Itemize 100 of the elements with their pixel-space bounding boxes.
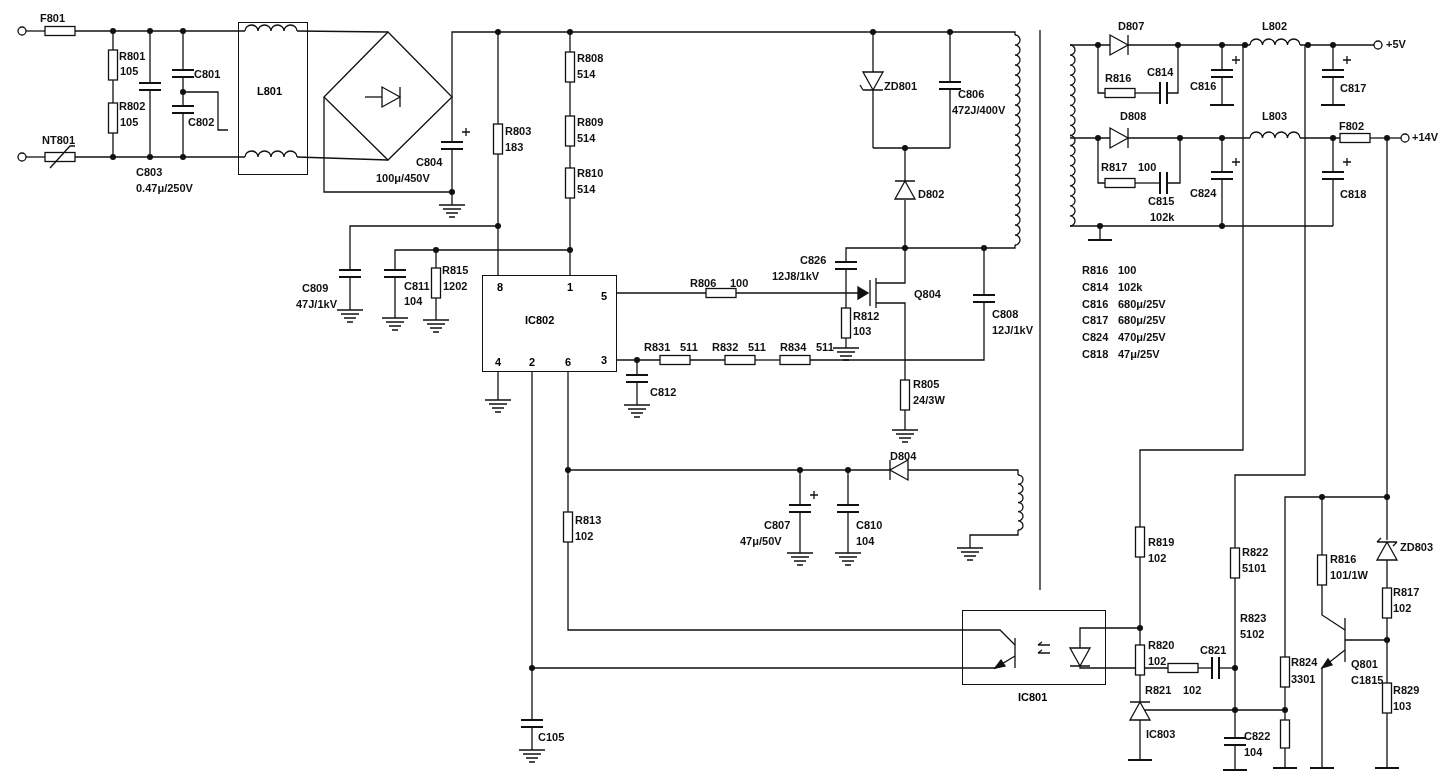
component-label: C816: [1190, 80, 1217, 93]
component-label: R802: [119, 100, 146, 113]
component-label: 1202: [443, 280, 468, 293]
component-label: C821: [1200, 644, 1227, 657]
component-label: 511: [680, 341, 698, 354]
component-label: C814: [1147, 66, 1174, 79]
component-label: R819: [1148, 536, 1175, 549]
pin-number: 3: [601, 354, 608, 367]
component-label: R817: [1393, 586, 1420, 599]
component-label: D804: [890, 450, 917, 463]
component-label: 102: [1148, 655, 1167, 668]
component-label: D807: [1118, 20, 1145, 33]
component-label: 47μ/25V: [1118, 348, 1160, 361]
component-label: F801: [40, 12, 66, 25]
component-label: 102: [1148, 552, 1167, 565]
component-label: C817: [1082, 314, 1109, 327]
component-label: +14V: [1412, 131, 1438, 144]
component-label: IC801: [1018, 691, 1048, 704]
component-label: 12J8/1kV: [772, 270, 820, 283]
component-label: R806: [690, 277, 717, 290]
pin-number: 2: [529, 356, 536, 369]
component-label: 100: [730, 277, 749, 290]
component-label: R829: [1393, 684, 1420, 697]
pin-number: 5: [601, 290, 608, 303]
component-label: 100: [1118, 264, 1137, 277]
component-label: 100: [1138, 161, 1157, 174]
pin-number: 8: [497, 281, 504, 294]
pin-number: 1: [567, 281, 574, 294]
component-label: 511: [816, 341, 834, 354]
component-label: R832: [712, 341, 739, 354]
component-label: 511: [748, 341, 766, 354]
component-label: Q804: [914, 288, 941, 301]
component-label: ZD801: [884, 80, 918, 93]
component-label: R816: [1105, 72, 1132, 85]
component-label: L803: [1262, 110, 1288, 123]
component-label: 47J/1kV: [296, 298, 337, 311]
component-label: R817: [1101, 161, 1128, 174]
component-label: 103: [853, 325, 872, 338]
component-label: 47μ/50V: [740, 535, 782, 548]
component-label: C810: [856, 519, 883, 532]
component-label: C816: [1082, 298, 1109, 311]
component-label: L801: [257, 85, 283, 98]
component-label: R808: [577, 52, 604, 65]
component-label: R816: [1330, 553, 1357, 566]
component-label: R812: [853, 310, 880, 323]
component-label: C811: [404, 280, 430, 293]
component-label: C812: [650, 386, 677, 399]
component-label: C824: [1082, 331, 1109, 344]
component-label: C105: [538, 731, 565, 744]
component-label: F802: [1339, 120, 1365, 133]
component-label: C808: [992, 308, 1019, 321]
component-label: R822: [1242, 546, 1269, 559]
component-label: R834: [780, 341, 807, 354]
component-label: 103: [1393, 700, 1412, 713]
component-label: C807: [764, 519, 791, 532]
inductor-box: [238, 22, 308, 175]
component-label: 104: [404, 295, 423, 308]
component-label: 102: [1393, 602, 1412, 615]
component-label: C826: [800, 254, 827, 267]
component-label: 12J/1kV: [992, 324, 1033, 337]
component-label: R801: [119, 50, 146, 63]
component-label: 680μ/25V: [1118, 298, 1166, 311]
component-label: R831: [644, 341, 671, 354]
component-label: C801: [194, 68, 221, 81]
component-label: C815: [1148, 195, 1175, 208]
wire: [531, 371, 963, 669]
component-label: 102k: [1150, 211, 1175, 224]
component-label: 102: [575, 530, 594, 543]
component-label: IC803: [1146, 728, 1176, 741]
component-label: L802: [1262, 20, 1288, 33]
component-label: 470μ/25V: [1118, 331, 1166, 344]
component-label: 105: [120, 116, 139, 129]
component-label: C817: [1340, 82, 1367, 95]
component-label: 680μ/25V: [1118, 314, 1166, 327]
ic-box: [482, 275, 617, 372]
component-label: R820: [1148, 639, 1175, 652]
component-label: ZD803: [1400, 541, 1434, 554]
component-label: 104: [856, 535, 875, 548]
component-label: R809: [577, 116, 604, 129]
component-label: 102: [1183, 684, 1202, 697]
component-label: 5102: [1240, 628, 1265, 641]
component-label: C814: [1082, 281, 1109, 294]
component-label: C822: [1244, 730, 1271, 743]
component-label: R815: [442, 264, 469, 277]
component-label: NT801: [42, 134, 76, 147]
component-label: 514: [577, 132, 596, 145]
component-label: C1815: [1351, 674, 1384, 687]
component-label: R816: [1082, 264, 1109, 277]
component-label: 24/3W: [913, 394, 945, 407]
component-label: R805: [913, 378, 940, 391]
component-label: 514: [577, 183, 596, 196]
component-label: C806: [958, 88, 985, 101]
component-label: R821: [1145, 684, 1172, 697]
component-label: C818: [1082, 348, 1109, 361]
component-label: D802: [918, 188, 945, 201]
component-label: 183: [505, 141, 524, 154]
component-label: R813: [575, 514, 602, 527]
component-label: 3301: [1291, 673, 1316, 686]
component-label: C824: [1190, 187, 1217, 200]
component-label: C802: [188, 116, 215, 129]
